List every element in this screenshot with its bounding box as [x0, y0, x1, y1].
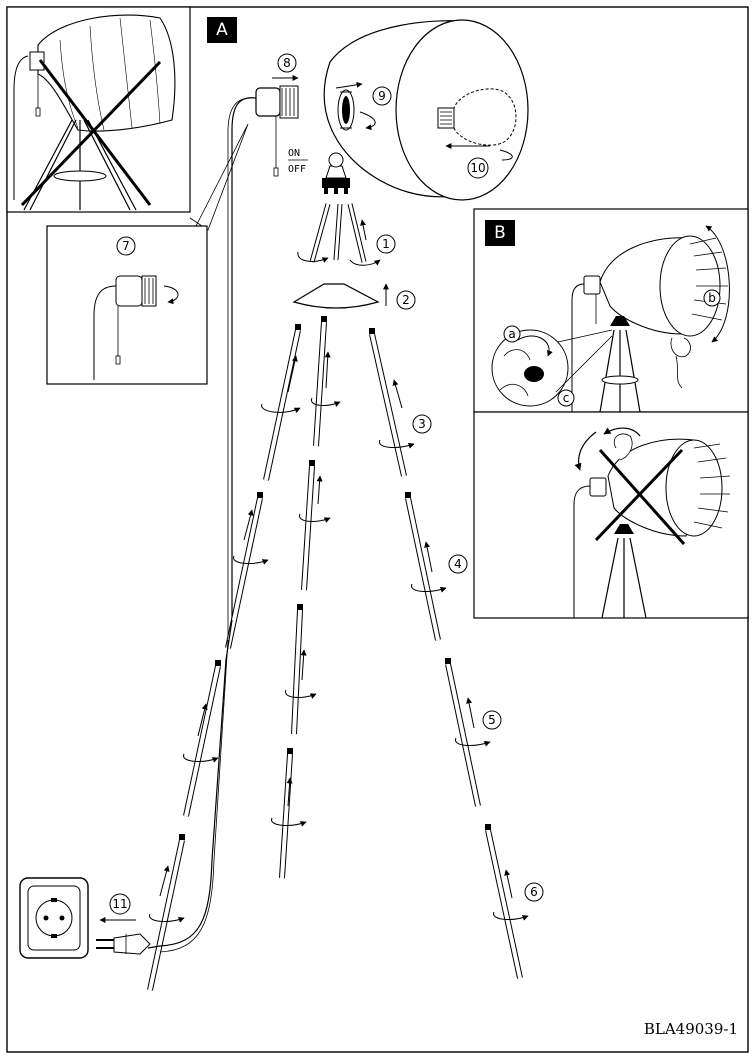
left-leg-rod-1 — [263, 324, 301, 481]
panel-a-label: A — [207, 17, 237, 43]
middle-leg-rod-1 — [313, 316, 327, 447]
warning-inset-do-not-cover — [6, 6, 191, 213]
middle-leg-rod-2 — [301, 460, 315, 591]
step-5-marker: 5 — [482, 710, 502, 730]
step-10-number: 10 — [470, 161, 485, 175]
step-1-number: 1 — [382, 237, 390, 251]
step-2-number: 2 — [402, 293, 410, 307]
sub-step-b-label: b — [708, 291, 716, 305]
step-4-marker: 4 — [448, 554, 468, 574]
right-leg-rod-1 — [369, 328, 407, 477]
step-4-number: 4 — [454, 557, 462, 571]
power-plug — [96, 933, 151, 955]
right-leg-rod-2 — [405, 492, 441, 641]
left-leg-rod-2 — [225, 492, 263, 649]
panel-b-letter: B — [494, 223, 506, 243]
step-11-marker: 11 — [109, 893, 131, 915]
step-10-marker: 10 — [467, 157, 489, 179]
switch-off-label: OFF — [288, 164, 306, 175]
switch-on-label: ON — [288, 148, 300, 159]
tripod-leg-segments — [147, 316, 523, 991]
middle-leg-rod-4 — [279, 748, 293, 879]
sub-step-c-label: c — [563, 391, 570, 405]
left-leg-rod-4 — [147, 834, 185, 991]
step-8-marker: 8 — [277, 53, 297, 73]
power-cord — [147, 619, 233, 953]
panel-b: B a c b — [473, 208, 749, 619]
step-6-marker: 6 — [524, 882, 544, 902]
right-leg-rod-4 — [485, 824, 523, 979]
document-code: BLA49039-1 — [644, 1020, 738, 1038]
switch-label: ON OFF — [288, 148, 308, 175]
step-7-inset: 7 — [46, 123, 249, 385]
lamp-head-assembly — [322, 19, 529, 201]
step-6-number: 6 — [530, 885, 538, 899]
sub-step-a-label: a — [508, 327, 515, 341]
assembly-arrows — [149, 351, 529, 923]
step-8-number: 8 — [283, 56, 291, 70]
left-leg-rod-3 — [183, 660, 221, 817]
leg-spreader-plate: 2 — [292, 283, 416, 310]
step-11-number: 11 — [112, 897, 127, 911]
middle-leg-rod-3 — [291, 604, 303, 735]
step-5-number: 5 — [488, 713, 496, 727]
panel-a-letter: A — [216, 20, 228, 40]
tripod-connectors: 1 — [297, 203, 396, 266]
step-3-marker: 3 — [412, 414, 432, 434]
lamp-socket — [227, 85, 299, 640]
step-9-number: 9 — [378, 89, 386, 103]
right-leg-rod-3 — [445, 658, 481, 807]
step-3-number: 3 — [418, 417, 426, 431]
step-7-number: 7 — [122, 239, 130, 253]
wall-socket — [19, 877, 89, 959]
step-9-marker: 9 — [372, 86, 392, 106]
